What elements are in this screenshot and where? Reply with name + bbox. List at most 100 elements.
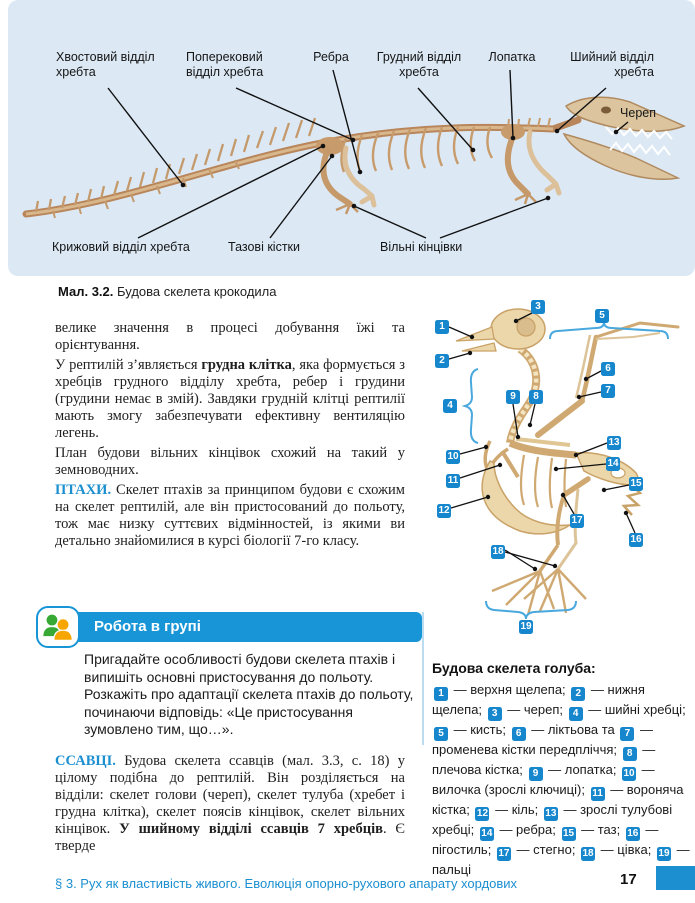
pigeon-badge-10: 10 (446, 450, 460, 464)
croc-upper-jaw (564, 96, 686, 133)
croc-ribs (340, 126, 494, 173)
group-work-people-icon (36, 606, 80, 648)
croc-upper-teeth (605, 126, 673, 140)
pigeon-badge-12: 12 (437, 504, 451, 518)
croc-leader-dots (180, 128, 619, 209)
legend-badge-10: 10 (622, 767, 637, 781)
croc-neck-vertebrae (507, 117, 551, 129)
pigeon-humerus (535, 398, 585, 438)
group-work-header: Робота в групі (46, 612, 422, 642)
pigeon-badge-9: 9 (506, 390, 520, 404)
label-tail-section: Хвостовий відділ хребта (56, 50, 155, 79)
legend-badge-14: 14 (479, 827, 494, 841)
pigeon-legend-title: Будова скелета голуба: (432, 660, 596, 676)
pigeon-tibiotarsus (555, 494, 566, 546)
page-edge-tab (656, 866, 695, 890)
pigeon-tarsometatarsus (538, 544, 560, 572)
mammals-heading: ССАВЦІ. (55, 753, 116, 769)
birds-heading: ПТАХИ. (55, 482, 112, 498)
pigeon-badge-16: 16 (629, 533, 643, 547)
pigeon-badge-3: 3 (531, 300, 545, 314)
label-scapula: Лопатка (488, 50, 536, 64)
pigeon-badge-7: 7 (601, 384, 615, 398)
pigeon-scapula (515, 437, 571, 447)
croc-pelvic-girdle (316, 137, 344, 155)
pigeon-upper-beak (455, 326, 495, 342)
croc-tail-spines (34, 117, 317, 213)
legend-badge-4: 4 (568, 707, 583, 721)
paragraph-birds: ПТАХИ. Скелет птахів за принципом будови… (55, 482, 405, 549)
bold-cervical-fact: У шийному відділі ссавців 7 хребців (119, 821, 383, 837)
figure-braces (461, 321, 669, 620)
pigeon-pygostyle (621, 484, 643, 516)
figure-caption-number: Мал. 3.2. (58, 284, 114, 299)
pigeon-hand-bones (594, 321, 680, 339)
legend-badge-16: 16 (625, 827, 640, 841)
croc-front-leg-far (526, 129, 562, 196)
croc-lower-jaw (562, 132, 681, 181)
label-ribs: Ребра (313, 50, 349, 64)
pigeon-badge-15: 15 (629, 477, 643, 491)
pigeon-lower-beak (461, 342, 497, 352)
pigeon-leader-dots (467, 318, 629, 572)
mammals-paragraph: ССАВЦІ. Будова скелета ссавців (мал. 3.3… (55, 753, 405, 854)
pigeon-figure: 1 2 3 4 5 6 7 8 9 10 11 12 13 14 15 16 1… (428, 293, 690, 655)
paragraph-limbs: План будови вільних кінцівок схожий на т… (55, 445, 405, 478)
pigeon-neck-vertebrae (507, 347, 539, 444)
paragraph-intro: велике значення в процесі добування їжі … (55, 320, 405, 353)
pigeon-ulna (579, 334, 599, 404)
label-thoracic-section: Грудний відділ хребта (376, 50, 462, 79)
label-lumbar-section: Поперековий відділ хребта (186, 50, 264, 79)
croc-hind-leg (320, 147, 353, 207)
pigeon-badge-19: 19 (519, 620, 533, 634)
bold-chest-term: грудна клітка (201, 357, 292, 373)
legend-badge-6: 6 (511, 727, 526, 741)
label-pelvic-bones: Тазові кістки (228, 240, 300, 254)
pigeon-badge-1: 1 (435, 320, 449, 334)
pigeon-leader-lines (448, 312, 636, 570)
pigeon-eye-socket (516, 317, 536, 337)
legend-badge-9: 9 (528, 767, 543, 781)
pigeon-badge-17: 17 (570, 514, 584, 528)
legend-badge-7: 7 (620, 727, 635, 741)
croc-hind-leg-far (342, 145, 377, 208)
footer-section-title: § 3. Рух як властивість живого. Еволюція… (55, 876, 518, 891)
pigeon-badge-13: 13 (607, 436, 621, 450)
group-work-body: Пригадайте особливості будови скелета пт… (84, 651, 414, 737)
pigeon-badge-11: 11 (446, 474, 460, 488)
pigeon-badge-4: 4 (443, 399, 457, 413)
legend-badge-13: 13 (543, 807, 558, 821)
pigeon-radius (574, 334, 592, 399)
pigeon-badge-8: 8 (529, 390, 543, 404)
croc-leader-lines (107, 69, 629, 239)
pigeon-trunk-vertebrae (508, 439, 577, 459)
pigeon-badge-6: 6 (601, 362, 615, 376)
croc-front-toes (514, 192, 537, 205)
label-sacral-section: Крижовий відділ хребта (52, 240, 190, 254)
group-work-title: Робота в групі (94, 618, 201, 635)
page-number: 17 (620, 871, 637, 888)
croc-eye-socket (601, 106, 611, 114)
figure-caption-text: Будова скелета крокодила (117, 284, 277, 299)
pigeon-hand-digit (595, 332, 661, 340)
pigeon-femur (561, 476, 591, 498)
pigeon-badge-14: 14 (606, 457, 620, 471)
legend-badge-3: 3 (487, 707, 502, 721)
pigeon-coracoid (500, 449, 520, 479)
group-work-box: Робота в групі Пригадайте особливості бу… (36, 606, 424, 745)
main-text-column: велике значення в процесі добування їжі … (55, 320, 405, 553)
pigeon-skeleton-illustration (448, 308, 680, 620)
legend-badge-8: 8 (622, 747, 637, 761)
pigeon-legend: Будова скелета голуба: 1 — верхня щелепа… (432, 660, 690, 878)
two-people-icon (42, 613, 73, 641)
croc-front-leg (504, 131, 531, 197)
legend-badge-11: 11 (590, 787, 605, 801)
pigeon-toes (491, 568, 587, 616)
legend-badge-18: 18 (581, 847, 596, 861)
label-skull: Череп (620, 106, 656, 120)
pigeon-keel (481, 460, 571, 535)
neck-brace (461, 368, 479, 444)
label-free-limbs: Вільні кінцівки (380, 240, 463, 254)
paragraph-reptiles: У рептилій з’являється грудна клітка, як… (55, 357, 405, 441)
